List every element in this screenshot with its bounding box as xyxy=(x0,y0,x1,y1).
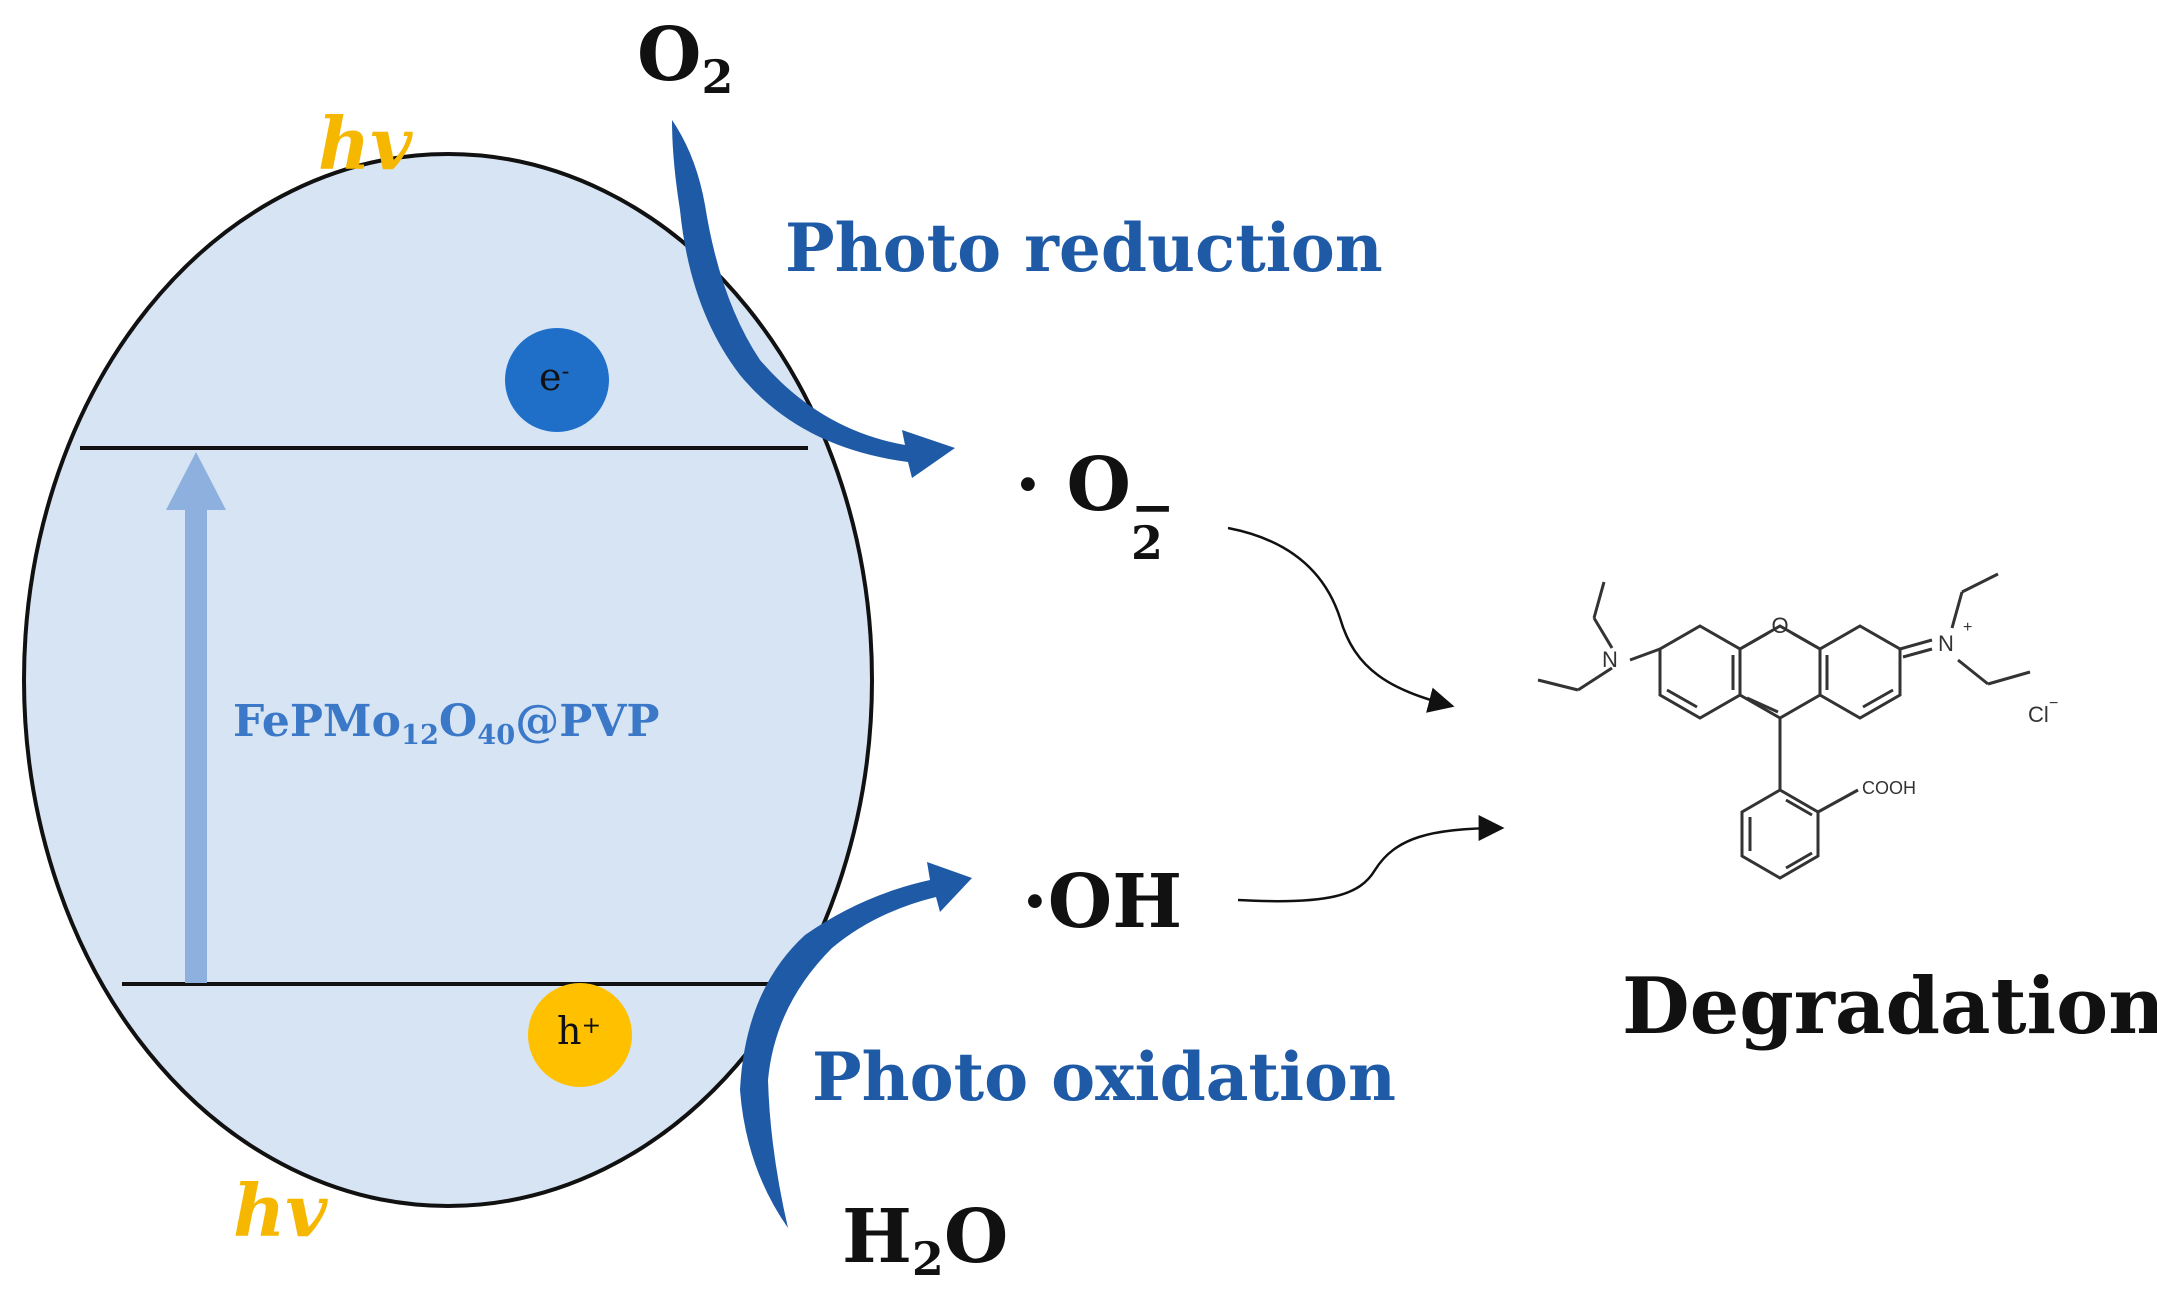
molecule-carboxyl: COOH xyxy=(1862,778,1916,798)
photo-reduction-label: Photo reduction xyxy=(785,209,1383,287)
superoxide-sup: − xyxy=(1131,476,1175,538)
hole-label: h+ xyxy=(557,1012,601,1050)
superoxide-label: · O−2 xyxy=(1015,448,1174,566)
photo-oxidation-label: Photo oxidation xyxy=(812,1038,1397,1116)
catalyst-s2: 40 xyxy=(477,718,516,751)
catalyst-p3: @PVP xyxy=(515,696,660,747)
water-sub: 2 xyxy=(911,1231,944,1286)
oxidation-arrow xyxy=(740,862,972,1228)
molecule-n-right: N xyxy=(1938,631,1954,656)
hole-base: h xyxy=(557,1009,582,1053)
reduction-arrow xyxy=(672,120,955,478)
hole-circle xyxy=(528,983,632,1087)
molecule-chloride-charge: − xyxy=(2049,695,2058,712)
oxygen-label: O2 xyxy=(637,18,733,100)
superoxide-to-dye-arrow xyxy=(1227,526,1455,713)
hydroxyl-to-dye-arrow xyxy=(1237,815,1505,903)
light-label-bottom: hv xyxy=(233,1168,328,1253)
electron-sup: - xyxy=(561,357,570,386)
superoxide-base: O xyxy=(1066,442,1131,528)
water-o: O xyxy=(943,1194,1009,1280)
electron-label: e- xyxy=(539,358,569,396)
oxygen-base: O xyxy=(637,12,702,98)
degradation-label: Degradation xyxy=(1622,961,2157,1052)
light-label-top: hv xyxy=(318,101,413,186)
catalyst-label: FePMo12O40@PVP xyxy=(233,700,660,749)
water-h: H xyxy=(842,1194,912,1280)
catalyst-particle xyxy=(22,152,874,1208)
oxygen-sub: 2 xyxy=(701,49,734,104)
catalyst-p2: O xyxy=(438,696,478,747)
electron-circle xyxy=(505,328,609,432)
hole-sup: + xyxy=(581,1011,602,1040)
catalyst-p1: FePMo xyxy=(233,696,401,747)
molecule-n-left: N xyxy=(1602,647,1618,672)
superoxide-dot: · xyxy=(1015,442,1041,528)
molecule-o-ring: O xyxy=(1771,613,1788,638)
molecule-chloride: Cl xyxy=(2028,702,2049,727)
molecule-n-right-charge: + xyxy=(1963,619,1972,636)
electron-base: e xyxy=(539,355,562,399)
rhodamine-b-structure xyxy=(1537,572,2031,880)
water-label: H2O xyxy=(842,1200,1008,1282)
excitation-arrow xyxy=(166,452,226,983)
hydroxyl-label: ·OH xyxy=(1022,859,1183,945)
catalyst-s1: 12 xyxy=(400,718,439,751)
superoxide-sub: 2 xyxy=(1131,516,1163,571)
